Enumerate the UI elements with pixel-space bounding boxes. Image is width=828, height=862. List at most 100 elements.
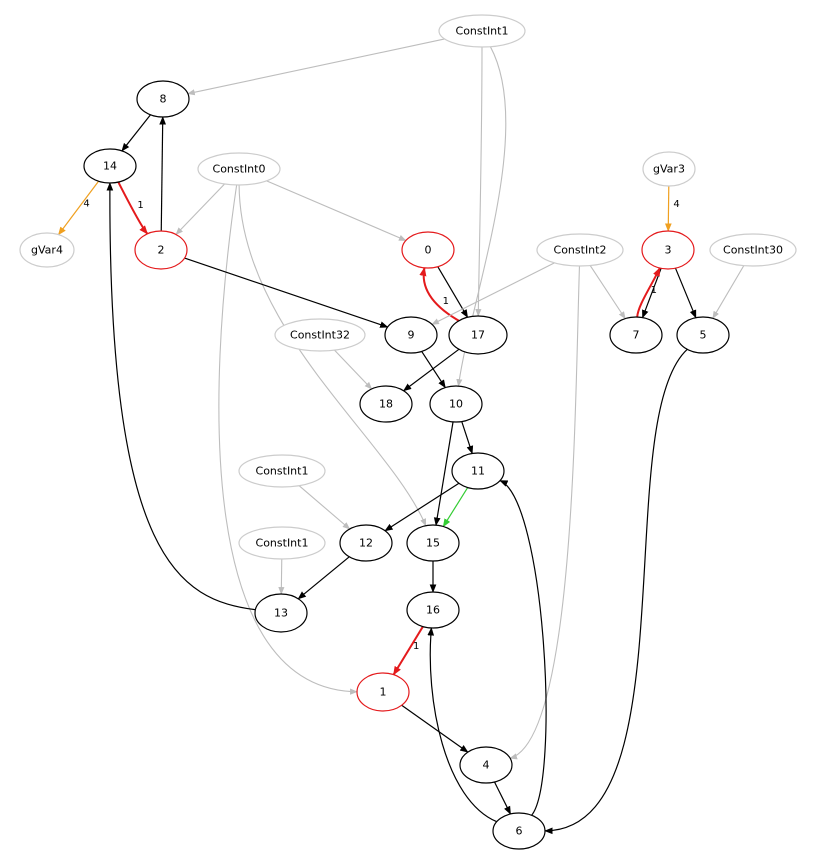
node-n5[interactable]: 5 [676, 316, 730, 354]
edge-n8-to-n14 [121, 114, 151, 152]
edge-n1-to-n4 [401, 704, 469, 753]
edge-label: 1 [137, 200, 143, 211]
edge-c1_mid-to-n12 [298, 485, 351, 530]
edge-n2-to-n9 [184, 257, 389, 328]
node-n7[interactable]: 7 [609, 316, 663, 354]
node-label: 14 [103, 160, 117, 173]
node-c0[interactable]: ConstInt0 [197, 152, 281, 186]
edge-n4-to-n6 [493, 781, 512, 815]
edge-label: 4 [673, 199, 679, 210]
edge-n17-to-n18 [402, 348, 460, 392]
node-shape[interactable] [356, 672, 410, 712]
node-shape[interactable] [451, 452, 505, 490]
edge-c2-to-n4 [509, 265, 581, 760]
node-label: ConstInt2 [554, 244, 607, 257]
node-n9[interactable]: 9 [384, 316, 438, 354]
node-shape[interactable] [83, 148, 137, 184]
node-n6[interactable]: 6 [492, 812, 546, 850]
node-shape[interactable] [339, 524, 393, 562]
node-shape[interactable] [448, 315, 508, 355]
node-shape[interactable] [238, 526, 326, 560]
edge-line [442, 487, 469, 528]
edge-n6-to-n11 [499, 479, 547, 816]
node-n11[interactable]: 11 [451, 452, 505, 490]
node-n14[interactable]: 14 [83, 148, 137, 184]
edge-n14-to-n2: 1 [117, 181, 149, 235]
edge-line [419, 266, 460, 322]
node-c30[interactable]: ConstInt30 [709, 233, 797, 267]
node-shape[interactable] [536, 233, 624, 267]
node-n16[interactable]: 16 [406, 591, 460, 629]
node-shape[interactable] [406, 591, 460, 629]
node-n1[interactable]: 1 [356, 672, 410, 712]
edge-n10-to-n15 [433, 421, 454, 526]
node-shape[interactable] [676, 316, 730, 354]
node-c2[interactable]: ConstInt2 [536, 233, 624, 267]
node-label: 17 [471, 329, 485, 342]
node-n4[interactable]: 4 [459, 746, 513, 784]
edge-label: 1 [443, 296, 449, 307]
node-shape[interactable] [459, 746, 513, 784]
node-shape[interactable] [197, 152, 281, 186]
node-shape[interactable] [429, 385, 483, 423]
edge-line [401, 704, 469, 753]
node-label: ConstInt1 [256, 537, 309, 550]
edge-c2-to-n9 [431, 262, 555, 325]
node-gvar4[interactable]: gVar4 [19, 232, 75, 268]
node-shape[interactable] [238, 454, 326, 488]
node-n0[interactable]: 0 [401, 231, 455, 269]
edge-c1_top-to-n17 [475, 46, 483, 317]
node-c1_top[interactable]: ConstInt1 [438, 14, 526, 48]
node-gvar3[interactable]: gVar3 [642, 151, 696, 187]
edge-n12-to-n13 [297, 556, 350, 600]
node-shape[interactable] [136, 80, 190, 118]
node-n12[interactable]: 12 [339, 524, 393, 562]
edge-n3-to-n5 [674, 267, 697, 319]
node-n2[interactable]: 2 [134, 230, 188, 270]
node-shape[interactable] [401, 231, 455, 269]
node-shape[interactable] [709, 233, 797, 267]
node-n10[interactable]: 10 [429, 385, 483, 423]
edge-line [402, 348, 460, 392]
node-c32[interactable]: ConstInt32 [274, 318, 366, 352]
edge-n6-to-n16 [427, 627, 497, 823]
node-shape[interactable] [19, 232, 75, 268]
edge-c0-to-n15 [238, 184, 427, 527]
node-shape[interactable] [438, 14, 526, 48]
node-label: 6 [516, 825, 523, 838]
node-label: 1 [380, 686, 387, 699]
node-n17[interactable]: 17 [448, 315, 508, 355]
node-shape[interactable] [274, 318, 366, 352]
node-shape[interactable] [254, 593, 308, 633]
edge-line [175, 183, 225, 236]
edge-n7-to-n3: 1 [636, 267, 661, 318]
edge-line [493, 781, 512, 815]
node-label: 16 [426, 604, 440, 617]
edge-line [297, 556, 350, 600]
node-shape[interactable] [406, 524, 460, 562]
node-shape[interactable] [609, 316, 663, 354]
edge-n11-to-n12 [384, 482, 460, 532]
node-shape[interactable] [642, 151, 696, 187]
edge-line [461, 421, 474, 455]
node-shape[interactable] [641, 230, 695, 270]
node-label: 5 [700, 329, 707, 342]
edge-label: 1 [413, 641, 419, 652]
node-c1_mid[interactable]: ConstInt1 [238, 454, 326, 488]
node-shape[interactable] [384, 316, 438, 354]
node-label: ConstInt0 [213, 163, 266, 176]
node-shape[interactable] [492, 812, 546, 850]
node-label: 10 [449, 398, 463, 411]
node-n3[interactable]: 3 [641, 230, 695, 270]
node-n15[interactable]: 15 [406, 524, 460, 562]
edge-c0-to-n1 [218, 184, 358, 695]
node-n8[interactable]: 8 [136, 80, 190, 118]
node-n13[interactable]: 13 [254, 593, 308, 633]
edge-n11-to-n15 [442, 487, 469, 528]
node-shape[interactable] [359, 385, 413, 423]
node-shape[interactable] [134, 230, 188, 270]
node-label: 7 [633, 329, 640, 342]
edge-n5-to-n6 [544, 348, 688, 835]
node-n18[interactable]: 18 [359, 385, 413, 423]
node-c1_low[interactable]: ConstInt1 [238, 526, 326, 560]
